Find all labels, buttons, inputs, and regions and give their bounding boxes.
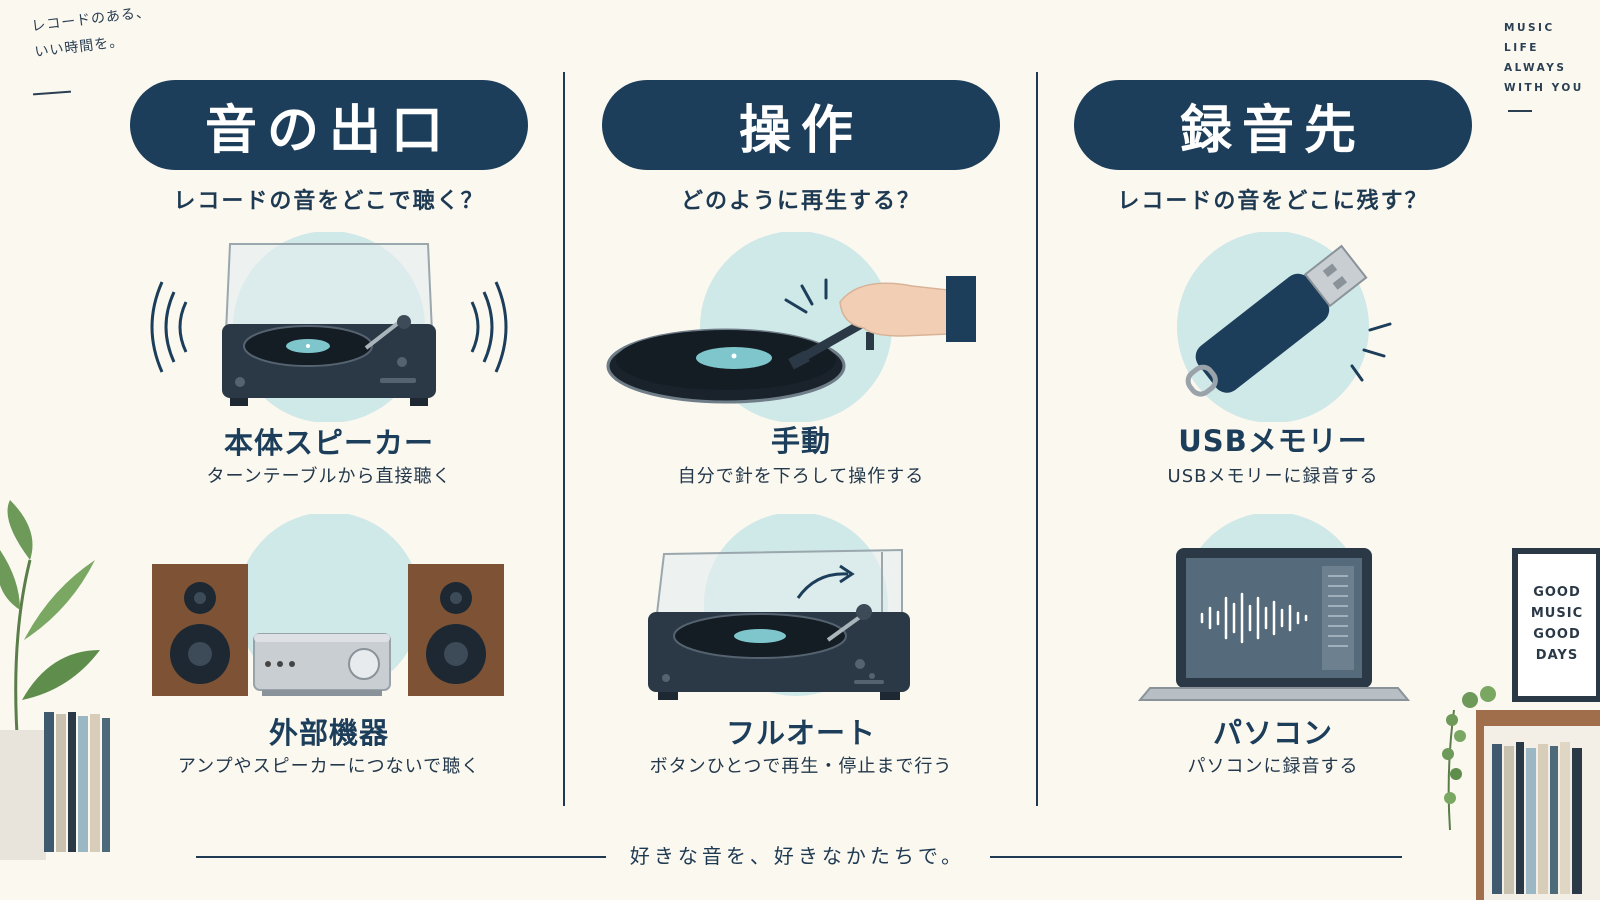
- column-question: レコードの音をどこで聴く？: [173, 189, 485, 214]
- option-title: 手動: [770, 424, 831, 458]
- footer-slogan: 好きな音を、好きなかたちで。: [629, 844, 966, 868]
- tagline-underline: [32, 90, 72, 96]
- hand-tonearm-icon: [606, 232, 976, 422]
- laptop-waveform-icon: [1137, 514, 1411, 701]
- heading-pill: 操作: [602, 80, 1000, 170]
- option-description: アンプやスピーカーにつないで聴く: [177, 756, 481, 777]
- option-description: ボタンひとつで再生・停止まで行う: [649, 756, 953, 777]
- turntable-speaker-icon: [150, 232, 508, 422]
- footer-line-right: [990, 856, 1402, 858]
- brand-underline: [1508, 110, 1532, 112]
- brand-line-2: LIFE: [1504, 42, 1539, 54]
- column-divider-2: [1036, 72, 1038, 806]
- heading-pill: 録音先: [1074, 80, 1472, 170]
- poster-line-4: DAYS: [1535, 648, 1579, 663]
- column-operation: 操作 どのように再生する？ 手動 自分で針を下ろして操作する: [602, 0, 1022, 900]
- auto-turntable-icon: [648, 514, 910, 700]
- amp-speakers-icon: [152, 514, 504, 696]
- option-title: パソコン: [1212, 716, 1333, 750]
- heading-pill: 音の出口: [130, 80, 528, 170]
- usb-memory-icon: [1177, 232, 1392, 422]
- footer-line-left: [196, 856, 606, 858]
- option-description: ターンテーブルから直接聴く: [206, 466, 452, 487]
- option-description: パソコンに録音する: [1187, 756, 1359, 777]
- column-divider-1: [563, 72, 565, 806]
- brand-text: MUSIC LIFE ALWAYS WITH YOU: [1504, 18, 1584, 98]
- column-recording: 録音先 レコードの音をどこに残す？ USBメモリー USBメモリーに録音する: [1074, 0, 1494, 900]
- shelf-records-decoration: [1442, 686, 1600, 900]
- column-sound-output: 音の出口 レコードの音をどこで聴く？ 本体スピーカー: [130, 0, 550, 900]
- plant-records-decoration: [0, 500, 110, 860]
- brand-line-4: WITH YOU: [1504, 82, 1584, 94]
- option-title: USBメモリー: [1178, 424, 1368, 458]
- option-title: フルオート: [725, 716, 876, 750]
- brand-line-1: MUSIC: [1504, 22, 1555, 34]
- option-title: 外部機器: [268, 716, 389, 750]
- option-description: USBメモリーに録音する: [1167, 466, 1379, 487]
- good-music-poster: GOOD MUSIC GOOD DAYS: [1512, 548, 1600, 702]
- poster-line-2: MUSIC: [1530, 606, 1584, 621]
- column-question: どのように再生する？: [680, 189, 921, 214]
- brand-line-3: ALWAYS: [1504, 62, 1567, 74]
- option-title: 本体スピーカー: [223, 426, 434, 460]
- column-question: レコードの音をどこに残す？: [1117, 189, 1429, 214]
- option-description: 自分で針を下ろして操作する: [677, 466, 925, 487]
- poster-line-3: GOOD: [1533, 627, 1581, 642]
- poster-line-1: GOOD: [1533, 585, 1581, 600]
